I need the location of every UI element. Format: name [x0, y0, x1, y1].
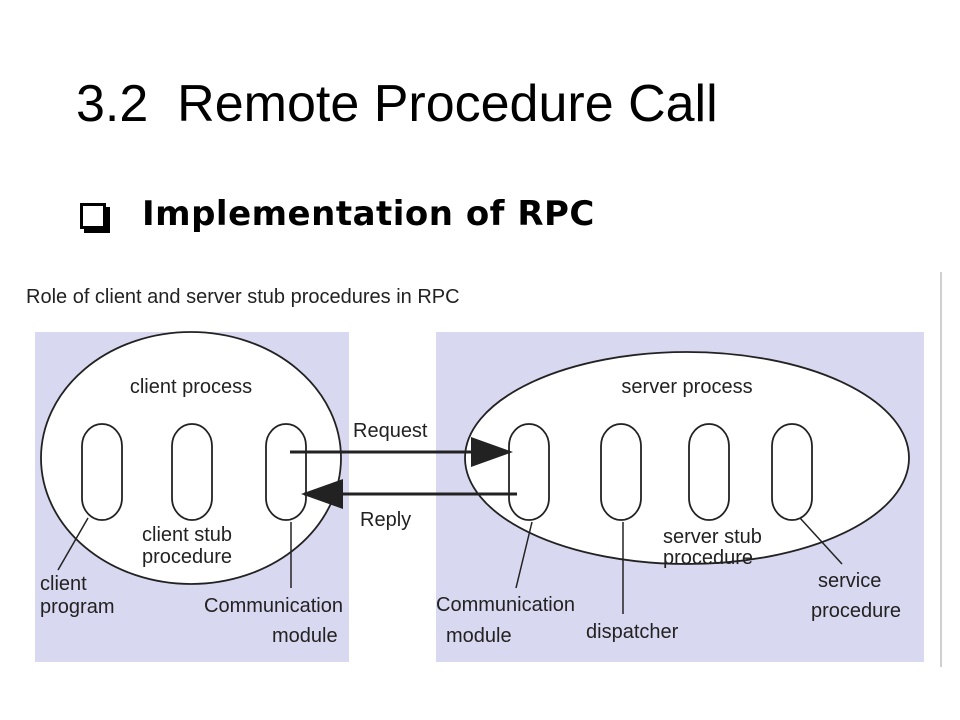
service-procedure-label-line2: procedure	[811, 600, 901, 622]
server-process-label: server process	[621, 376, 752, 398]
bullet-item: Implementation of RPC	[80, 194, 595, 234]
service-procedure-label-line1: service	[818, 570, 881, 592]
rpc-diagram-svg: Role of client and server stub procedure…	[26, 272, 942, 667]
client-stub-label-line2: procedure	[142, 546, 232, 568]
reply-label: Reply	[360, 509, 411, 531]
client-program-leader	[57, 517, 89, 571]
server-comm-label-line2: module	[446, 625, 512, 647]
client-process-label: client process	[130, 376, 252, 398]
server-comm-leader	[515, 521, 533, 589]
client-stub-label-line1: client stub	[142, 524, 232, 546]
figure-caption: Role of client and server stub procedure…	[26, 286, 460, 308]
client-stub-capsule	[171, 423, 213, 521]
client-program-capsule	[81, 423, 123, 521]
server-stub-label-line2: procedure	[663, 547, 753, 569]
client-comm-label-line2: module	[272, 625, 338, 647]
service-procedure-capsule	[771, 423, 813, 521]
server-comm-capsule	[508, 423, 550, 521]
dispatcher-capsule	[600, 423, 642, 521]
bullet-text: Implementation of RPC	[142, 194, 595, 234]
dispatcher-label: dispatcher	[586, 621, 679, 643]
checkbox-bullet-icon	[80, 203, 106, 229]
server-comm-label-line1: Communication	[436, 594, 575, 616]
service-procedure-leader	[799, 517, 843, 565]
server-stub-label-line1: server stub	[663, 526, 762, 548]
client-comm-label-line1: Communication	[204, 595, 343, 617]
client-program-label-line1: client	[40, 573, 87, 595]
slide-title: 3.2 Remote Procedure Call	[76, 75, 718, 133]
server-stub-capsule	[688, 423, 730, 521]
rpc-diagram: Role of client and server stub procedure…	[20, 272, 944, 667]
client-program-label-line2: program	[40, 596, 114, 618]
request-label: Request	[353, 420, 428, 442]
client-comm-capsule	[265, 423, 307, 521]
